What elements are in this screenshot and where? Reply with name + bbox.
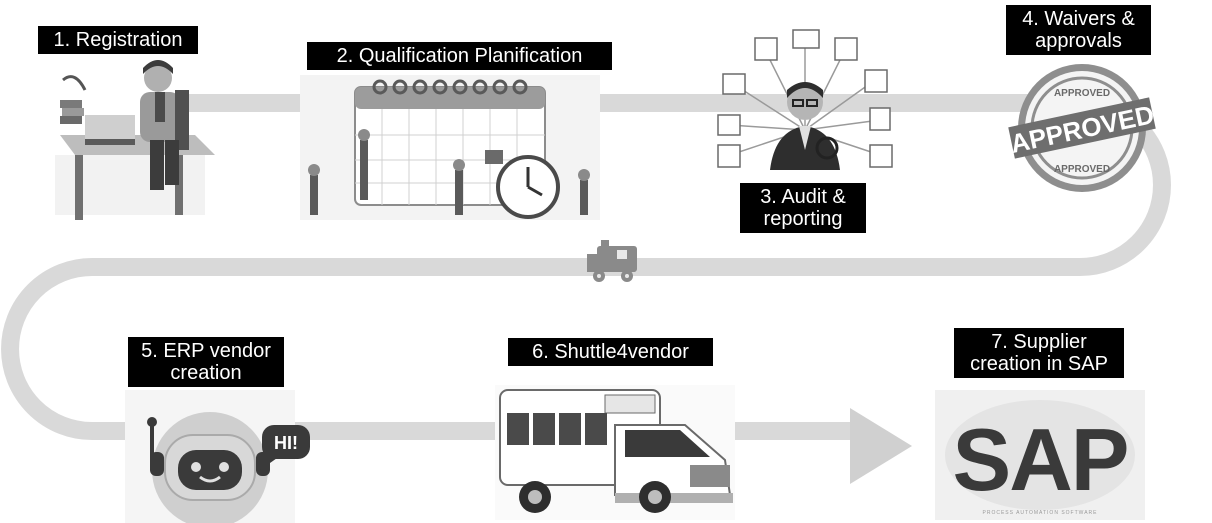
- step-label-registration: 1. Registration: [38, 26, 198, 54]
- sap-tagline: PROCESS AUTOMATION SOFTWARE: [983, 510, 1098, 516]
- train-icon: [587, 240, 637, 282]
- step-label-line: creation in SAP: [970, 353, 1108, 375]
- step-label-line: 2. Qualification Planification: [336, 45, 583, 67]
- robot-chatbot-icon: HI!: [125, 390, 310, 523]
- shuttle-bus-icon: [495, 385, 735, 520]
- step-label-supplier-creation-sap: 7. Supplier creation in SAP: [954, 328, 1124, 378]
- step-label-qualification-planification: 2. Qualification Planification: [307, 42, 612, 70]
- step-label-waivers-approvals: 4. Waivers & approvals: [1006, 5, 1151, 55]
- approved-stamp-icon: APPROVED APPROVED APPROVED: [1008, 64, 1157, 192]
- auditor-with-documents-icon: [717, 29, 893, 170]
- step-label-line: approvals: [1035, 30, 1122, 52]
- stamp-top-text: APPROVED: [1054, 88, 1110, 99]
- step-label-line: 1. Registration: [53, 29, 183, 51]
- stamp-bottom-text: APPROVED: [1054, 164, 1110, 175]
- sap-logo-icon: SAP PROCESS AUTOMATION SOFTWARE: [935, 390, 1145, 520]
- flow-path: [1, 94, 1171, 440]
- step-label-line: 7. Supplier: [991, 331, 1087, 353]
- step-label-line: creation: [170, 362, 242, 384]
- person-at-desk-icon: [55, 60, 215, 220]
- step-label-line: 6. Shuttle4vendor: [532, 341, 689, 363]
- step-label-line: 5. ERP vendor: [141, 340, 271, 362]
- step-label-line: 4. Waivers &: [1022, 8, 1135, 30]
- step-label-shuttle4vendor: 6. Shuttle4vendor: [508, 338, 713, 366]
- step-label-line: reporting: [763, 208, 843, 230]
- sap-logo-text: SAP: [953, 410, 1128, 509]
- calendar-planning-icon: [300, 75, 600, 220]
- step-label-line: 3. Audit &: [760, 186, 846, 208]
- robot-bubble-text: HI!: [274, 433, 298, 453]
- flow-arrowhead: [850, 408, 912, 484]
- step-label-erp-vendor-creation: 5. ERP vendor creation: [128, 337, 284, 387]
- step-label-audit-reporting: 3. Audit & reporting: [740, 183, 866, 233]
